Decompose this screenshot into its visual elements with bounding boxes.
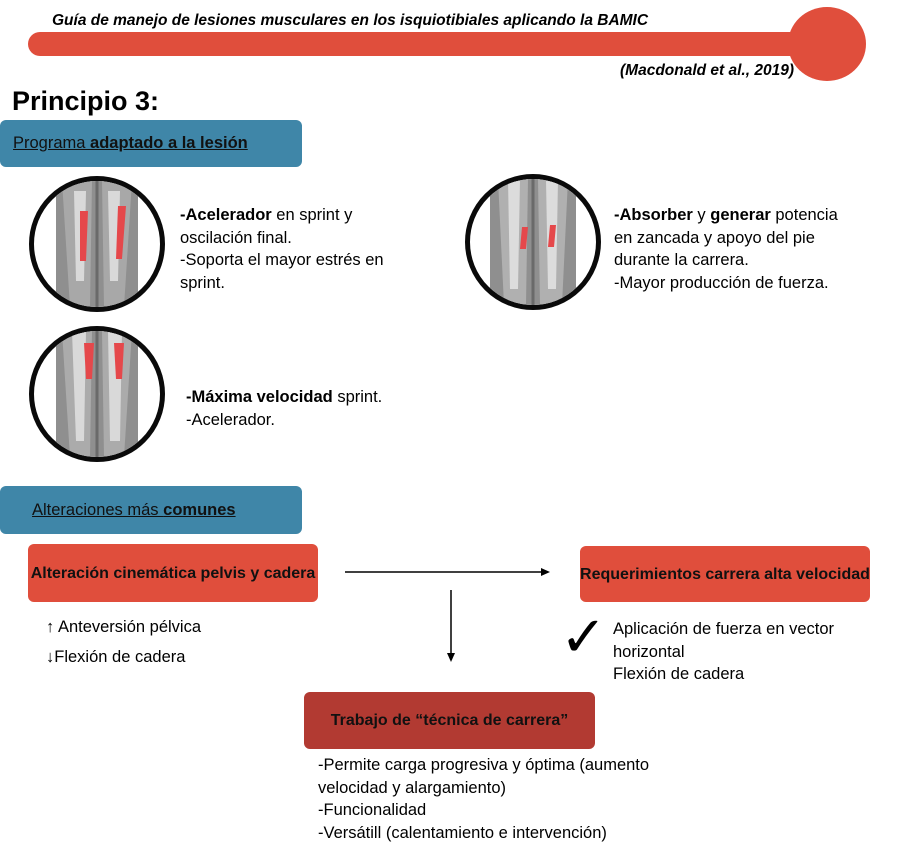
muscle-description-3: -Máxima velocidad sprint. -Acelerador. [186,388,383,429]
requirement-list: Aplicación de fuerza en vector horizonta… [613,618,834,686]
alteration-box: Alteración cinemática pelvis y cadera [28,544,318,602]
list-item: velocidad y alargamiento) [318,778,507,797]
muscle-description-2: -Absorber y generar potencia en zancada … [614,206,838,292]
document-title: Guía de manejo de lesiones musculares en… [52,12,649,29]
technique-list: -Permite carga progresiva y óptima (aume… [318,754,649,844]
alteration-list: ↑ Anteversión pélvica ↓Flexión de cadera [46,616,201,669]
arrow-down-head [447,653,455,662]
principle-heading: Principio 3: [12,86,160,116]
header-circle-decoration [788,7,866,81]
hamstring-illustration-3 [29,326,165,462]
list-item: -Funcionalidad [318,801,427,819]
checkmark-icon: ✓ [560,605,607,670]
arrow-up-icon: ↑ [46,618,55,636]
hamstring-illustration-2 [465,174,601,310]
list-item: horizontal [613,642,685,661]
muscle-description-1: -Acelerador en sprint y oscilación final… [180,206,384,292]
list-item: ↑ Anteversión pélvica [46,618,202,636]
arrow-down-icon: ↓ [46,648,55,666]
list-item: ↓Flexión de cadera [46,648,186,666]
arrow-right-head [541,568,550,576]
section-tab-program: Programa adaptado a la lesión [0,120,302,167]
header-bar [28,32,828,56]
list-item: -Versátill (calentamiento e intervención… [318,823,607,842]
section-tab-alterations: Alteraciones más comunes [0,486,302,534]
list-item: -Permite carga progresiva y óptima (aume… [318,756,650,774]
hamstring-illustration-1 [29,176,165,312]
list-item: Aplicación de fuerza en vector [613,620,835,638]
section-tab-label: Alteraciones más comunes [32,500,236,519]
requirements-box: Requerimientos carrera alta velocidad [580,546,870,602]
flow-arrows [345,568,550,662]
citation: (Macdonald et al., 2019) [620,62,794,79]
technique-box: Trabajo de “técnica de carrera” [304,692,595,749]
list-item: Flexión de cadera [613,665,745,683]
section-tab-label: Programa adaptado a la lesión [13,134,248,152]
